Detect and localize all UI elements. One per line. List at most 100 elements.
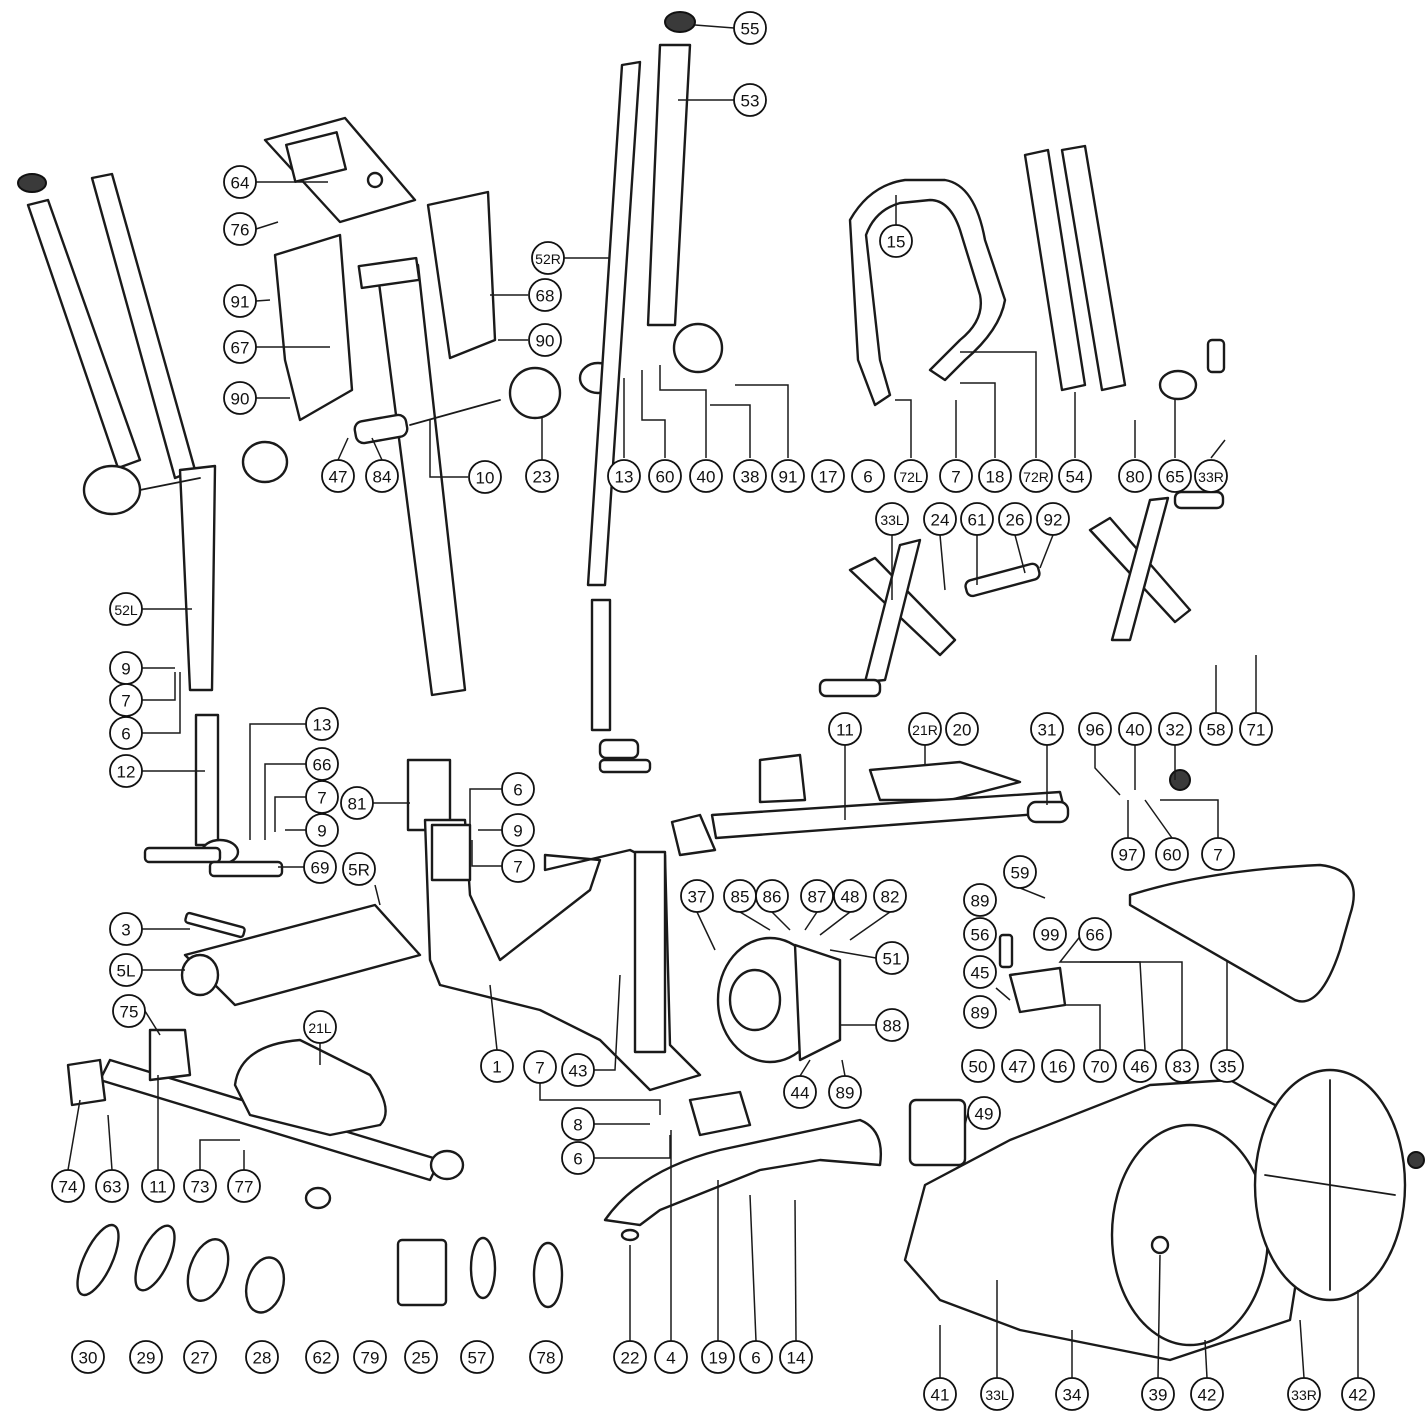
parts-drawing (17, 11, 1425, 1362)
callout-circle (873, 879, 907, 913)
callout-number: 6 (513, 781, 522, 800)
mast-axle (409, 399, 501, 426)
callout-16: 16 (1041, 1049, 1075, 1083)
callout-5R: 5R (342, 852, 376, 886)
callout-circle (963, 883, 997, 917)
part-3-bolt (184, 911, 246, 939)
callout-number: 58 (1207, 721, 1226, 740)
callout-circle (811, 459, 845, 493)
callout-9: 9 (501, 813, 535, 847)
callout-6: 6 (739, 1340, 773, 1374)
callout-90: 90 (528, 323, 562, 357)
part-84-bushing (353, 413, 409, 445)
callout-number: 50 (969, 1058, 988, 1077)
callout-number: 5R (348, 861, 370, 880)
callout-number: 49 (975, 1105, 994, 1124)
callout-circle (967, 1096, 1001, 1130)
callout-circle (109, 683, 143, 717)
end-cap-left (17, 173, 47, 193)
callout-7: 7 (523, 1050, 557, 1084)
part-65-sensor (1158, 369, 1198, 401)
callout-1: 1 (480, 1049, 514, 1083)
callout-number: 33L (985, 1387, 1009, 1403)
callout-circle (1210, 1049, 1244, 1083)
callout-circle (1041, 1049, 1075, 1083)
callout-number: 13 (313, 716, 332, 735)
callout-65: 65 (1158, 459, 1192, 493)
callout-number: 5L (117, 962, 136, 981)
callout-31: 31 (1030, 712, 1064, 746)
callout-7: 7 (305, 780, 339, 814)
callout-6: 6 (109, 716, 143, 750)
callout-26: 26 (998, 502, 1032, 536)
callout-51: 51 (875, 941, 909, 975)
callout-97: 97 (1111, 837, 1145, 871)
flywheel-rear-spokes (1264, 1079, 1396, 1291)
callout-number: 73 (191, 1178, 210, 1197)
callout-number: 35 (1218, 1058, 1237, 1077)
callout-circle (245, 1340, 279, 1374)
callout-58: 58 (1199, 712, 1233, 746)
callout-number: 7 (951, 468, 960, 487)
callout-circle (109, 716, 143, 750)
callout-96: 96 (1078, 712, 1112, 746)
callout-circle (129, 1340, 163, 1374)
part-53-foam (646, 43, 692, 327)
callout-circle (894, 459, 928, 493)
callout-71: 71 (1239, 712, 1273, 746)
callout-number: 39 (1149, 1386, 1168, 1405)
callout-12: 12 (109, 754, 143, 788)
callout-circle (755, 879, 789, 913)
callout-42: 42 (1341, 1377, 1375, 1411)
callout-number: 56 (971, 926, 990, 945)
callout-88: 88 (875, 1008, 909, 1042)
callout-number: 16 (1049, 1058, 1068, 1077)
callout-11: 11 (141, 1169, 175, 1203)
callout-number: 75 (120, 1003, 139, 1022)
callout-33L: 33L (875, 502, 909, 536)
callout-number: 85 (731, 888, 750, 907)
callout-33R: 33R (1194, 459, 1228, 493)
callout-number: 40 (697, 468, 716, 487)
part-30-cable (76, 1223, 120, 1297)
callout-circle (978, 459, 1012, 493)
callout-number: 77 (235, 1178, 254, 1197)
callout-circle (1055, 1377, 1089, 1411)
callout-number: 51 (883, 950, 902, 969)
part-33L-crank-b (863, 538, 922, 684)
callout-circle (963, 995, 997, 1029)
callout-circle (95, 1169, 129, 1203)
callout-number: 33R (1198, 469, 1224, 485)
part-28-cable (244, 1256, 286, 1314)
callout-60: 60 (1155, 837, 1189, 871)
part-32-cap (1169, 769, 1191, 791)
callout-circle (771, 459, 805, 493)
callout-92: 92 (1036, 502, 1070, 536)
callout-circle (828, 1075, 862, 1109)
callout-number: 7 (121, 692, 130, 711)
callout-circle (908, 712, 942, 746)
callout-64: 64 (223, 165, 257, 199)
callout-number: 72L (899, 469, 923, 485)
callout-circle (109, 953, 143, 987)
callout-circle (1199, 712, 1233, 746)
right-lower-tube (590, 598, 612, 732)
callout-6: 6 (501, 772, 535, 806)
callout-35: 35 (1210, 1049, 1244, 1083)
flywheel-center (728, 968, 782, 1032)
callout-circle (779, 1340, 813, 1374)
callout-circle (227, 1169, 261, 1203)
callout-number: 25 (412, 1349, 431, 1368)
callout-circle (501, 772, 535, 806)
callout-circle (1001, 1049, 1035, 1083)
callout-number: 87 (808, 888, 827, 907)
callout-number: 42 (1198, 1386, 1217, 1405)
console-knob (366, 171, 384, 189)
callout-8: 8 (561, 1107, 595, 1141)
callout-80: 80 (1118, 459, 1152, 493)
callout-17: 17 (811, 459, 845, 493)
callout-number: 92 (1044, 511, 1063, 530)
callout-number: 7 (317, 789, 326, 808)
callout-circle (1141, 1377, 1175, 1411)
